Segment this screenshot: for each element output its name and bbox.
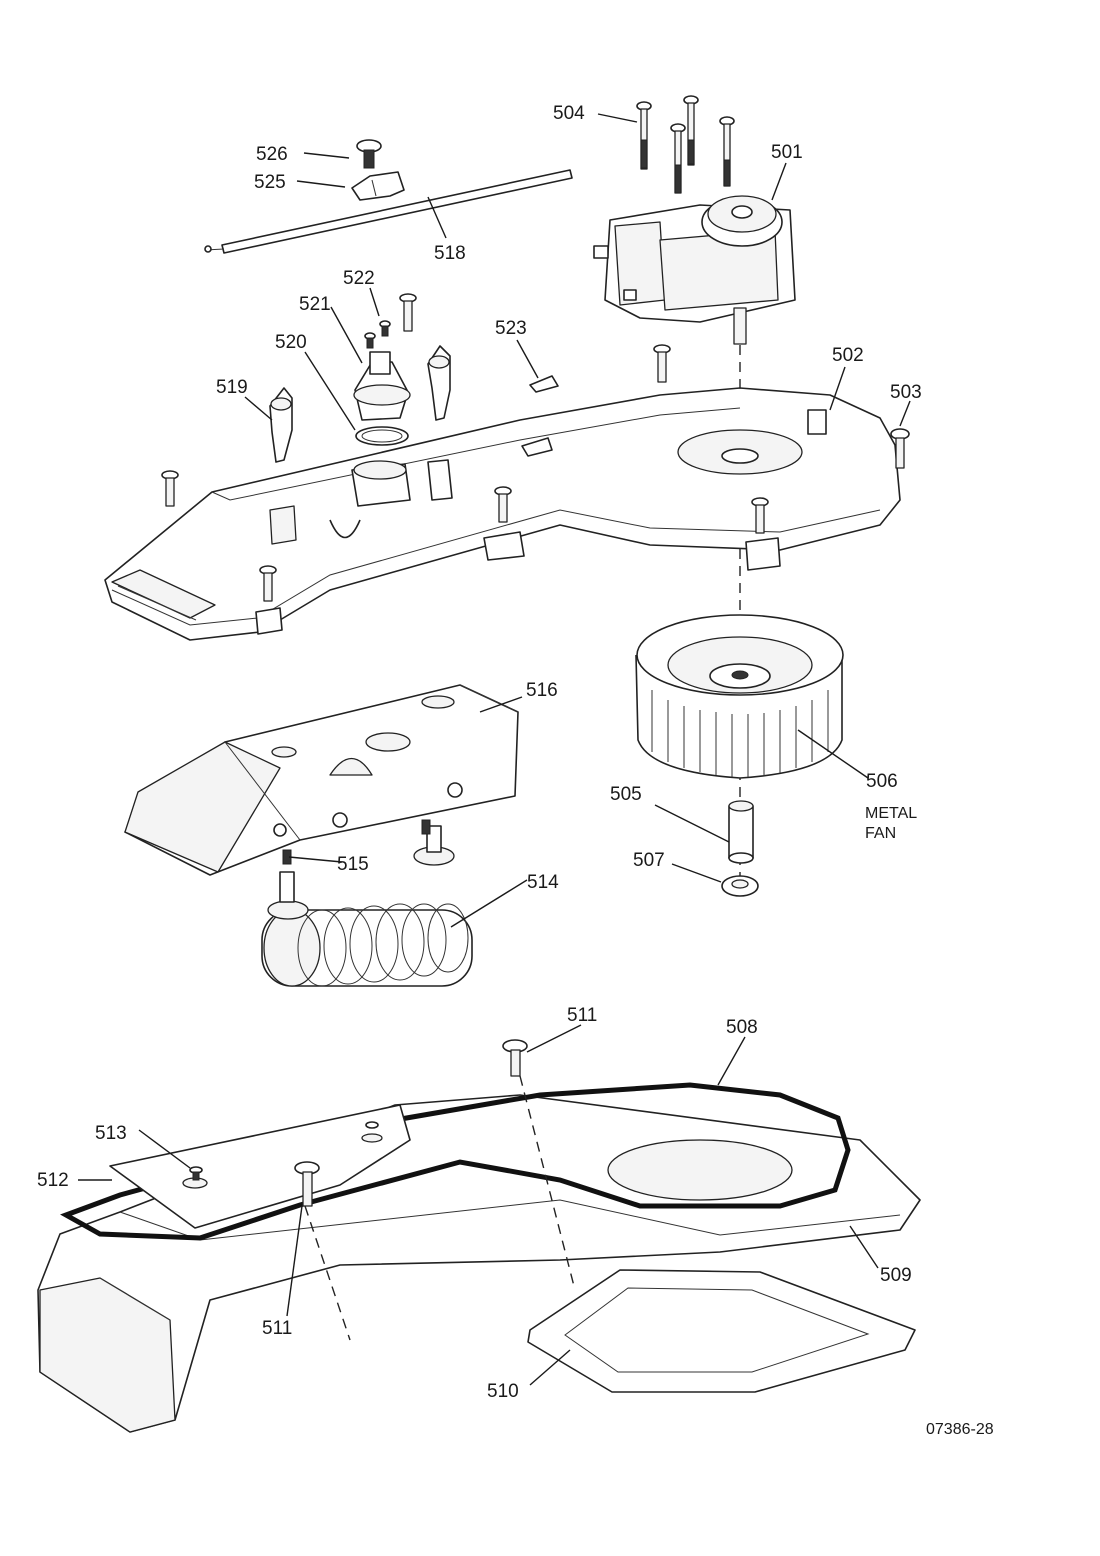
heater-rod-518: [204, 169, 573, 254]
label-514: 514: [527, 872, 559, 893]
label-518: 518: [434, 243, 466, 264]
label-507: 507: [633, 850, 665, 871]
label-513: 513: [95, 1123, 127, 1144]
label-504: 504: [553, 103, 585, 124]
filter-frame-510: [527, 1269, 916, 1393]
plate-512: [109, 1104, 411, 1229]
label-525: 525: [254, 172, 286, 193]
label-522: 522: [343, 268, 375, 289]
screw-axis-left: [304, 1205, 351, 1341]
heater-coil-514: [261, 819, 473, 987]
gasket-508: [60, 1082, 851, 1241]
part-labels: 504 501 526 525 518 522 521 520 523 519 …: [37, 103, 994, 1438]
label-501: 501: [771, 142, 803, 163]
blower-wheel-506: [635, 614, 844, 779]
label-520: 520: [275, 332, 307, 353]
label-521: 521: [299, 294, 331, 315]
sensor-519: [269, 387, 293, 463]
motor-501: [593, 195, 796, 345]
clip-525: [351, 171, 405, 201]
screw-526: [356, 139, 382, 169]
o-ring-520-inner: [361, 429, 403, 443]
nut-507: [721, 875, 759, 897]
label-526: 526: [256, 144, 288, 165]
label-511-bottom: 511: [262, 1318, 292, 1339]
heater-shield-516: [124, 684, 519, 876]
label-512: 512: [37, 1170, 69, 1191]
label-505: 505: [610, 784, 642, 805]
label-515: 515: [337, 854, 369, 875]
bushing-505: [728, 800, 754, 864]
screws-511: [294, 1039, 528, 1207]
label-523: 523: [495, 318, 527, 339]
housing-screws: [161, 293, 910, 602]
label-519: 519: [216, 377, 248, 398]
label-511-top: 511: [567, 1005, 597, 1026]
leader-lines: [78, 113, 911, 1386]
figure-id: 07386-28: [926, 1421, 994, 1438]
label-503: 503: [890, 382, 922, 403]
note-metal: METAL: [865, 805, 917, 822]
screws-504: [636, 95, 735, 194]
label-509: 509: [880, 1265, 912, 1286]
sensor-second: [427, 345, 451, 421]
screw-513: [189, 1166, 203, 1181]
label-516: 516: [526, 680, 558, 701]
thermostat-521: [353, 351, 411, 421]
label-508: 508: [726, 1017, 758, 1038]
screw-axis-right: [519, 1075, 576, 1291]
note-fan: FAN: [865, 825, 896, 842]
clip-523: [529, 375, 559, 393]
label-510: 510: [487, 1381, 519, 1402]
label-506: 506: [866, 771, 898, 792]
label-502: 502: [832, 345, 864, 366]
